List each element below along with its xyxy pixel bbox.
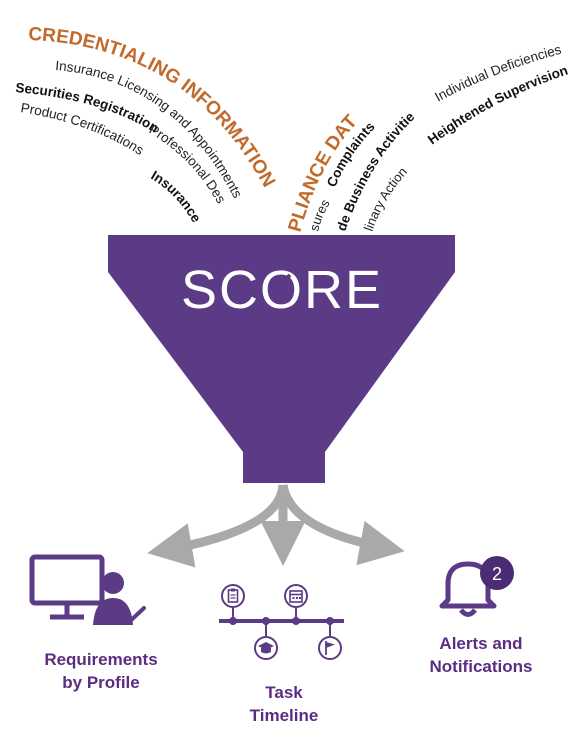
credential-item: Insurance	[148, 168, 204, 226]
requirements-caption: Requirements by Profile	[20, 648, 182, 694]
arrow-right	[278, 484, 405, 566]
timeline-icon	[219, 608, 344, 636]
timeline-caption-line2: Timeline	[249, 706, 319, 725]
flag-icon	[318, 636, 342, 660]
computer-user-check-icon	[29, 554, 146, 625]
notification-badge	[480, 556, 514, 590]
requirements-caption-line2: by Profile	[62, 673, 140, 692]
alerts-caption-line2: Notifications	[429, 657, 533, 676]
notification-badge-count: 2	[492, 564, 502, 584]
funnel-shape	[108, 235, 455, 483]
score-logo: SCORE	[181, 260, 383, 320]
arrow-left	[147, 484, 288, 568]
alerts-caption-line1: Alerts and	[439, 634, 523, 653]
logo-accent-mark	[276, 273, 292, 289]
requirements-caption-line1: Requirements	[44, 650, 158, 669]
alerts-caption: Alerts and Notifications	[405, 632, 557, 678]
timeline-caption: Task Timeline	[214, 681, 354, 727]
graduation-cap-icon	[254, 636, 278, 660]
timeline-caption-line1: Task	[265, 683, 303, 702]
credentialing-heading: CREDENTIALING INFORMATION	[28, 24, 279, 191]
clipboard-icon	[221, 584, 245, 608]
calendar-icon	[284, 584, 308, 608]
